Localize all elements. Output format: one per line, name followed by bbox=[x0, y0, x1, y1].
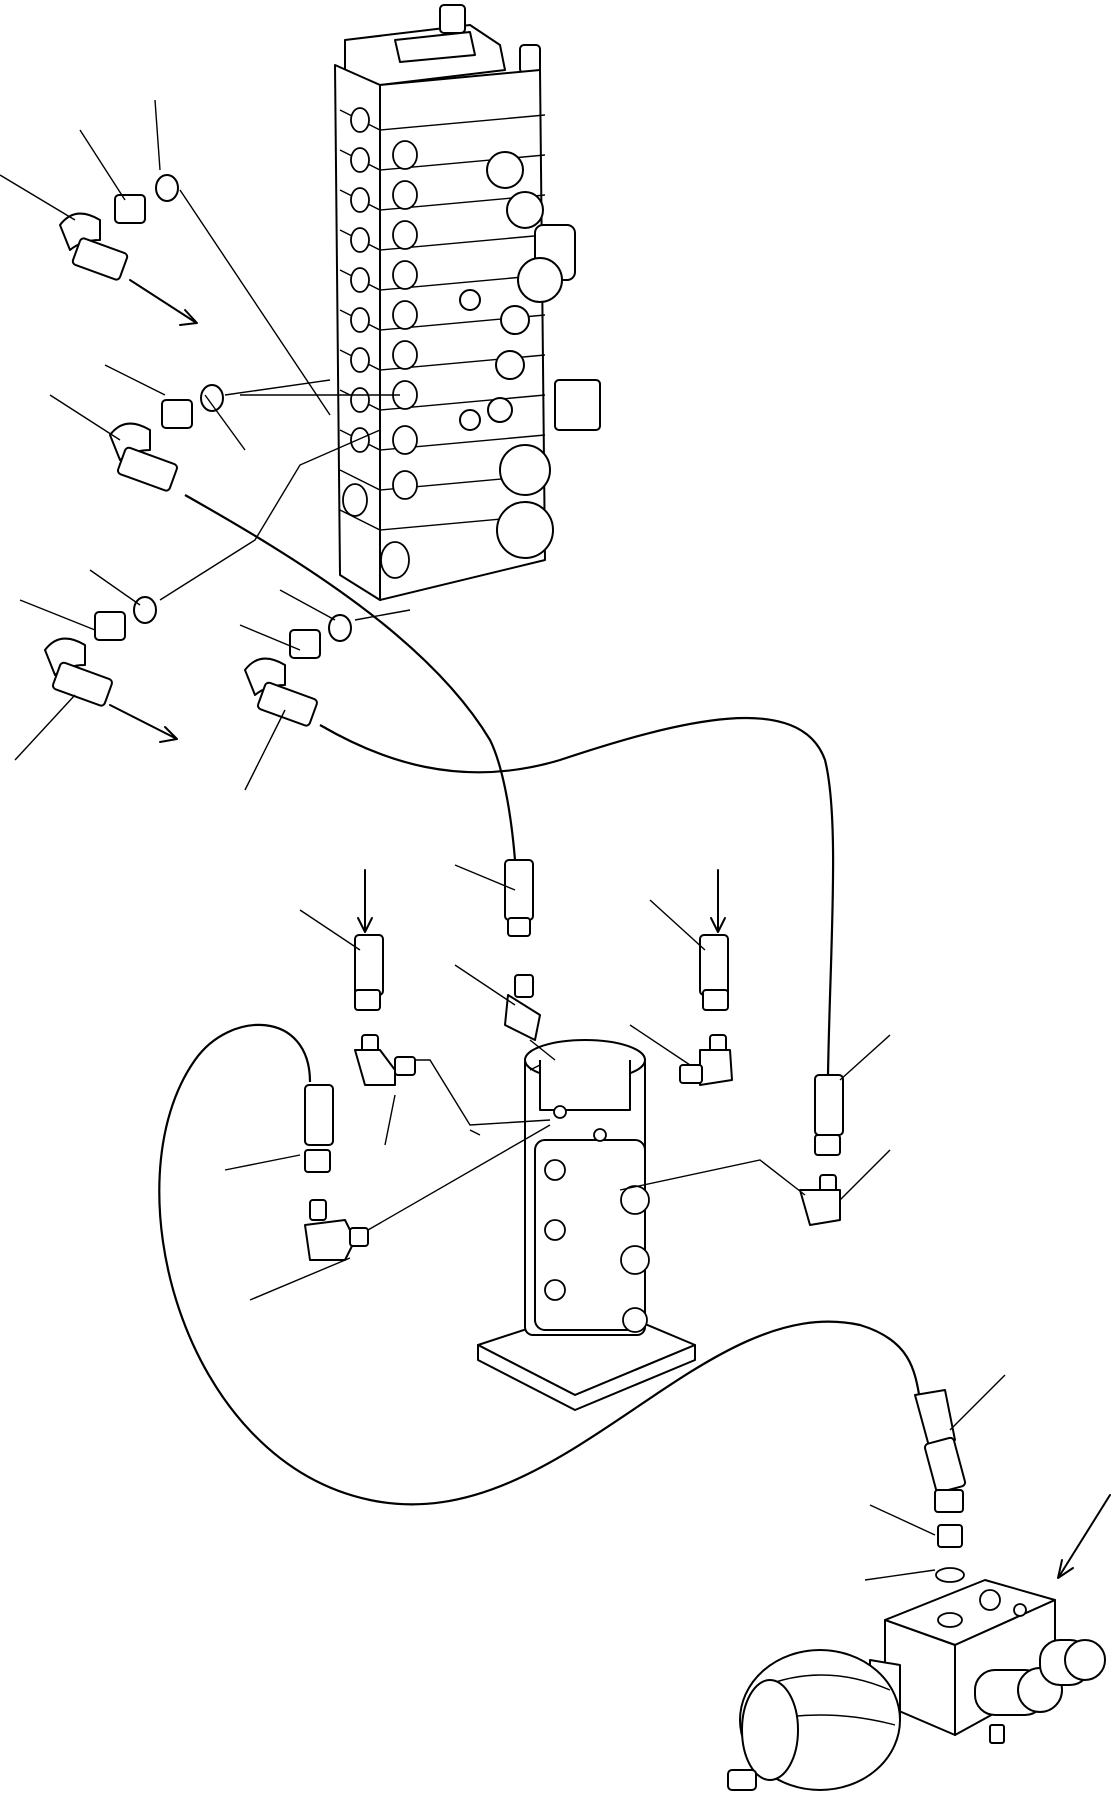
leader-lines bbox=[0, 99, 1006, 1581]
fitting-group-3 bbox=[44, 429, 381, 743]
hoses bbox=[158, 494, 922, 1506]
fitting-group-2 bbox=[109, 379, 400, 492]
control-valve bbox=[334, 4, 601, 601]
fitting-group-1 bbox=[59, 174, 331, 416]
accumulator-block bbox=[727, 1389, 1106, 1791]
flow-arrows bbox=[357, 869, 1111, 1579]
fitting-group-4 bbox=[244, 609, 411, 727]
swivel-joint bbox=[477, 1039, 696, 1411]
swivel-fittings bbox=[304, 859, 844, 1261]
tick bbox=[469, 1129, 481, 1136]
